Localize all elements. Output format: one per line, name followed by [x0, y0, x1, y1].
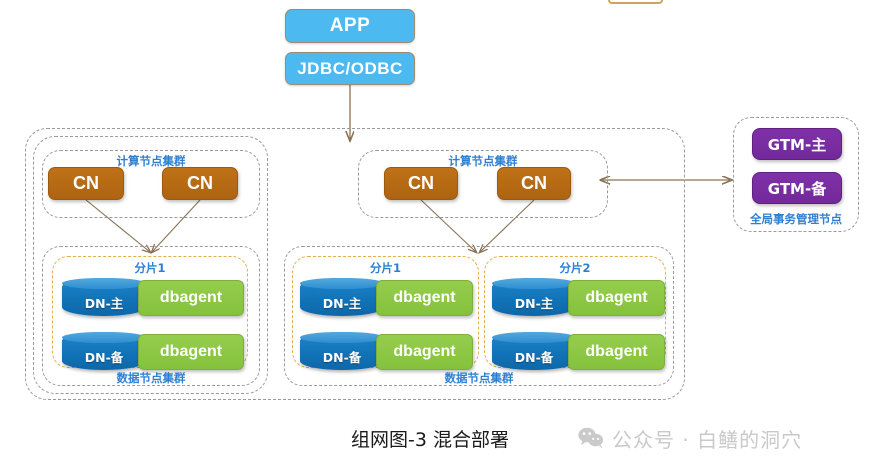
- gtm-cluster-label: 全局事务管理节点: [750, 212, 842, 226]
- dn-label: DN-备: [322, 350, 362, 365]
- middle-data-cluster: [284, 246, 674, 386]
- cn-node[interactable]: CN: [384, 167, 458, 200]
- figure-caption: 组网图-3 混合部署: [351, 429, 509, 451]
- clipped-top-box: [608, 0, 663, 4]
- middle-data-cluster-label: 数据节点集群: [444, 371, 514, 385]
- dn-label: DN-主: [322, 296, 362, 311]
- dn-cylinder[interactable]: [300, 332, 384, 370]
- dn-agent-pair: DN-备 dbagent: [492, 332, 665, 370]
- middle-compute-cluster-label: 计算节点集群: [448, 154, 518, 168]
- dn-cylinder[interactable]: [492, 332, 576, 370]
- gtm-primary-node[interactable]: GTM-主: [752, 128, 842, 160]
- gtm-cluster: [733, 117, 859, 232]
- dbagent-box[interactable]: dbagent: [568, 280, 665, 316]
- dn-cylinder[interactable]: [62, 332, 146, 370]
- dn-label: DN-主: [84, 296, 124, 311]
- dn-agent-pair: DN-备 dbagent: [62, 332, 244, 370]
- cn-node[interactable]: CN: [162, 167, 238, 200]
- dbagent-box[interactable]: dbagent: [376, 334, 473, 370]
- watermark-text: 公众号 · 白鳝的洞穴: [612, 427, 803, 452]
- left-compute-cluster-label: 计算节点集群: [116, 154, 186, 168]
- dbagent-box[interactable]: dbagent: [568, 334, 665, 370]
- dn-agent-pair: DN-主 dbagent: [300, 278, 473, 316]
- dbagent-box[interactable]: dbagent: [138, 280, 244, 316]
- middle-shard-2-label: 分片2: [559, 261, 591, 275]
- dbagent-box[interactable]: dbagent: [138, 334, 244, 370]
- dn-cylinder[interactable]: [492, 278, 576, 316]
- wechat-icon: [578, 427, 603, 448]
- left-shard-1-label: 分片1: [134, 261, 166, 275]
- watermark: 公众号 · 白鳝的洞穴: [578, 422, 802, 454]
- left-compute-cluster: [42, 150, 260, 218]
- left-data-cluster-label: 数据节点集群: [116, 371, 186, 385]
- dn-label: DN-主: [514, 296, 554, 311]
- dbagent-box[interactable]: dbagent: [376, 280, 473, 316]
- left-data-cluster: [42, 246, 260, 386]
- gtm-standby-node[interactable]: GTM-备: [752, 172, 842, 204]
- jdbc-odbc-box[interactable]: JDBC/ODBC: [285, 52, 415, 85]
- middle-compute-cluster: [358, 150, 608, 218]
- dn-cylinder[interactable]: [62, 278, 146, 316]
- outer-cluster-region: [25, 128, 685, 400]
- dn-cylinder[interactable]: [300, 278, 384, 316]
- dn-agent-pair: DN-主 dbagent: [62, 278, 244, 316]
- left-deployment-group: [33, 136, 268, 394]
- dn-agent-pair: DN-备 dbagent: [300, 332, 473, 370]
- dn-label: DN-备: [84, 350, 124, 365]
- app-box[interactable]: APP: [285, 9, 415, 43]
- middle-shard-1-label: 分片1: [369, 261, 401, 275]
- dn-agent-pair: DN-主 dbagent: [492, 278, 665, 316]
- cn-node[interactable]: CN: [497, 167, 571, 200]
- dn-label: DN-备: [514, 350, 554, 365]
- cn-node[interactable]: CN: [48, 167, 124, 200]
